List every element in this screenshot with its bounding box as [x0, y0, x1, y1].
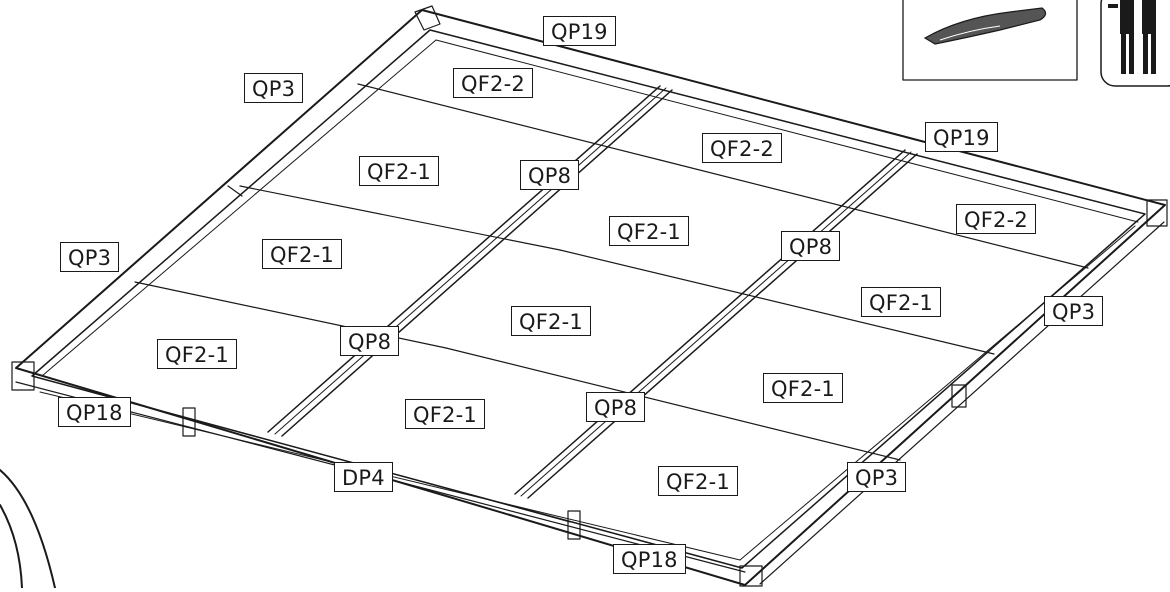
frame-inner-lip-top: [41, 39, 437, 377]
label-qp18-left: QP18: [58, 397, 131, 427]
front-clip-2: [567, 510, 581, 540]
label-qf22-top: QF2-2: [453, 68, 533, 98]
tool-panel-frame: [902, 0, 1078, 81]
label-qp8-right: QP8: [781, 231, 841, 261]
label-qf21-low-right: QF2-1: [763, 373, 843, 403]
frame-inner-edge: [31, 29, 1146, 569]
label-qf21-low-left: QF2-1: [157, 339, 237, 369]
label-qf21-center: QF2-1: [609, 216, 689, 246]
seam-bottom: [270, 428, 846, 466]
label-qp8-bottom: QP8: [586, 392, 646, 422]
label-qp3-top-left: QP3: [244, 73, 304, 103]
label-qp18-bottom: QP18: [613, 544, 686, 574]
seam-low-right: [445, 347, 901, 461]
label-dp4: DP4: [334, 462, 393, 492]
beam-qp8-right-b: [527, 153, 918, 499]
seam-mid-left: [239, 185, 561, 251]
label-qf22-mid: QF2-2: [702, 133, 782, 163]
people-panel-frame: [1100, 0, 1170, 87]
beam-qp8-right-c: [520, 151, 912, 497]
label-qp19-right: QP19: [925, 122, 998, 152]
label-qp8-left: QP8: [340, 326, 400, 356]
seam-mid-right: [559, 249, 995, 355]
side-clip: [951, 384, 967, 408]
frame-outer-edge: [15, 9, 1166, 586]
label-qp8-top: QP8: [520, 160, 580, 190]
label-qf21-middle: QF2-1: [511, 306, 591, 336]
two-person-icon: [1108, 0, 1156, 74]
label-qf21-bottom: QF2-1: [658, 466, 738, 496]
label-qp3-bottom-right: QP3: [847, 462, 907, 492]
corner-bracket-left: [11, 361, 35, 391]
drill-icon: [923, 7, 1047, 45]
frame-outer-lip-side: [759, 221, 1165, 585]
label-qf21-left: QF2-1: [262, 239, 342, 269]
label-qf21-top: QF2-1: [359, 156, 439, 186]
corner-arc-inner: [0, 504, 23, 589]
label-qf21-low-center: QF2-1: [405, 399, 485, 429]
left-bar-inner: [227, 185, 243, 197]
beam-qp8-right-a: [514, 149, 906, 495]
label-qp3-right: QP3: [1044, 296, 1104, 326]
seam-top-right: [659, 159, 1089, 269]
corner-bracket-top: [414, 5, 441, 31]
label-qf21-right: QF2-1: [861, 287, 941, 317]
label-qp3-left: QP3: [60, 242, 120, 272]
label-qf22-right: QF2-2: [956, 204, 1036, 234]
frame-inner-lip-right: [435, 39, 1139, 223]
front-clip-1: [182, 407, 196, 437]
label-qp19-top: QP19: [543, 16, 616, 46]
beam-qp8-left-b: [281, 89, 673, 437]
corner-arc: [0, 469, 56, 589]
corner-bracket-right: [1146, 199, 1168, 227]
seam-top-left: [357, 83, 661, 161]
frame-inner-lip-side: [739, 225, 1136, 561]
corner-bracket-bottom: [739, 565, 763, 587]
